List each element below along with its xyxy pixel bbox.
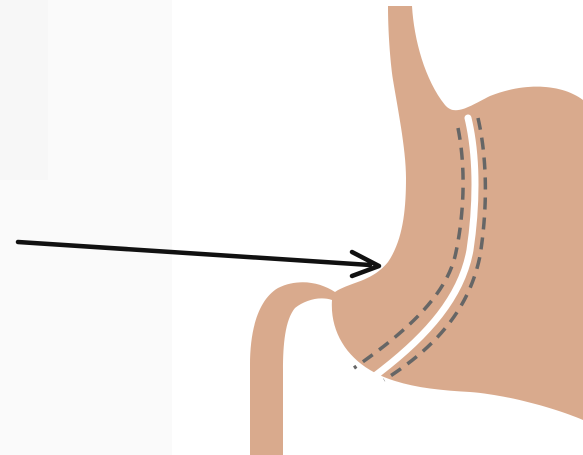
arrow-shaft	[18, 242, 370, 265]
stomach-body	[250, 6, 583, 455]
